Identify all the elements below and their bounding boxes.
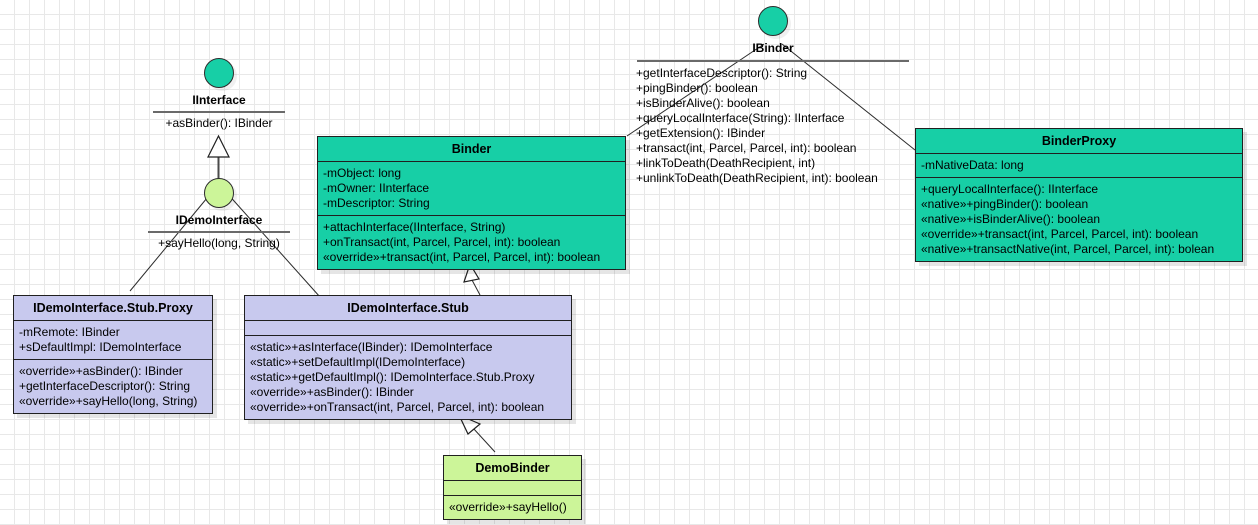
class-operation: +attachInterface(IInterface, String)	[323, 220, 506, 234]
class-attribute: -mDescriptor: String	[323, 196, 430, 210]
interface-ball-icon	[204, 58, 234, 88]
class-attributes: -mRemote: IBinder +sDefaultImpl: IDemoIn…	[14, 321, 212, 360]
class-box-demobinder[interactable]: DemoBinder «override»+sayHello()	[443, 455, 582, 520]
class-box-binderproxy[interactable]: BinderProxy -mNativeData: long +queryLoc…	[915, 128, 1243, 262]
interface-name-idemointerface: IDemoInterface	[175, 213, 263, 227]
class-operation: +getInterfaceDescriptor(): String	[19, 379, 191, 393]
class-operations: +queryLocalInterface(): IInterface «nati…	[916, 178, 1242, 261]
interface-ball-wrap	[636, 6, 910, 40]
class-operation: «override»+onTransact(int, Parcel, Parce…	[250, 400, 545, 414]
interface-node-idemointerface[interactable]: IDemoInterface +sayHello(long, String)	[138, 178, 300, 251]
class-operation: «static»+setDefaultImpl(IDemoInterface)	[250, 355, 466, 369]
class-operation: «override»+sayHello()	[449, 500, 567, 514]
class-box-binder[interactable]: Binder -mObject: long -mOwner: IInterfac…	[317, 136, 626, 270]
interface-operation: +getExtension(): IBinder	[636, 126, 766, 140]
class-operation: «override»+asBinder(): IBinder	[250, 385, 414, 399]
interface-operation: +getInterfaceDescriptor(): String	[636, 66, 808, 80]
class-operations: «override»+sayHello()	[444, 496, 581, 519]
class-operations: «override»+asBinder(): IBinder +getInter…	[14, 360, 212, 413]
class-operation: +onTransact(int, Parcel, Parcel, int): b…	[323, 235, 561, 249]
interface-divider	[637, 60, 909, 62]
class-attribute: -mRemote: IBinder	[19, 325, 120, 339]
interface-operation: +queryLocalInterface(String): IInterface	[636, 111, 845, 125]
interface-name-iinterface: IInterface	[192, 93, 246, 107]
class-title: IDemoInterface.Stub	[245, 296, 571, 321]
interface-ball-wrap	[138, 178, 300, 212]
class-attributes: -mObject: long -mOwner: IInterface -mDes…	[318, 162, 625, 216]
class-attributes	[245, 321, 571, 336]
class-title: DemoBinder	[444, 456, 581, 481]
class-operation: «static»+getDefaultImpl(): IDemoInterfac…	[250, 370, 535, 384]
interface-ball-icon	[758, 6, 788, 36]
class-operation: «native»+isBinderAlive(): boolean	[921, 212, 1101, 226]
class-operations: +attachInterface(IInterface, String) +on…	[318, 216, 625, 269]
class-attribute: -mOwner: IInterface	[323, 181, 430, 195]
interface-operation: +linkToDeath(DeathRecipient, int)	[636, 156, 816, 170]
interface-operation: +isBinderAlive(): boolean	[636, 96, 770, 110]
edge-idemointerface-to-iinterface	[207, 134, 230, 181]
interface-node-iinterface[interactable]: IInterface +asBinder(): IBinder	[138, 58, 300, 131]
class-operation: «override»+transact(int, Parcel, Parcel,…	[921, 227, 1199, 241]
class-operation: «native»+pingBinder(): boolean	[921, 197, 1089, 211]
class-attributes	[444, 481, 581, 496]
interface-operation: +unlinkToDeath(DeathRecipient, int): boo…	[636, 171, 878, 185]
class-attribute: +sDefaultImpl: IDemoInterface	[19, 340, 182, 354]
class-operation: «override»+asBinder(): IBinder	[19, 364, 183, 378]
class-operation: «override»+sayHello(long, String)	[19, 394, 198, 408]
interface-divider	[153, 111, 285, 113]
class-box-idemointerface-stub[interactable]: IDemoInterface.Stub «static»+asInterface…	[244, 295, 572, 420]
class-title: BinderProxy	[916, 129, 1242, 154]
class-attribute: -mObject: long	[323, 166, 402, 180]
interface-operations-list: +getInterfaceDescriptor(): String +pingB…	[636, 66, 910, 186]
class-attributes: -mNativeData: long	[916, 154, 1242, 178]
class-operation: «native»+transactNative(int, Parcel, Par…	[921, 242, 1215, 256]
class-box-idemointerface-stub-proxy[interactable]: IDemoInterface.Stub.Proxy -mRemote: IBin…	[13, 295, 213, 414]
class-operation: «override»+transact(int, Parcel, Parcel,…	[323, 250, 601, 264]
class-operation: +queryLocalInterface(): IInterface	[921, 182, 1099, 196]
interface-operation: +asBinder(): IBinder	[165, 116, 273, 130]
interface-operation: +transact(int, Parcel, Parcel, int): boo…	[636, 141, 857, 155]
class-title: Binder	[318, 137, 625, 162]
class-title: IDemoInterface.Stub.Proxy	[14, 296, 212, 321]
class-operations: «static»+asInterface(IBinder): IDemoInte…	[245, 336, 571, 419]
interface-name-ibinder: IBinder	[752, 41, 794, 55]
interface-operation: +pingBinder(): boolean	[636, 81, 758, 95]
class-attribute: -mNativeData: long	[921, 158, 1024, 172]
class-operation: «static»+asInterface(IBinder): IDemoInte…	[250, 340, 493, 354]
interface-ball-icon	[204, 178, 234, 208]
interface-divider	[148, 231, 290, 233]
interface-operation: +sayHello(long, String)	[158, 236, 280, 250]
interface-ball-wrap	[138, 58, 300, 92]
edge-demobinder-to-stub	[457, 413, 496, 453]
interface-node-ibinder[interactable]: IBinder +getInterfaceDescriptor(): Strin…	[636, 6, 910, 186]
